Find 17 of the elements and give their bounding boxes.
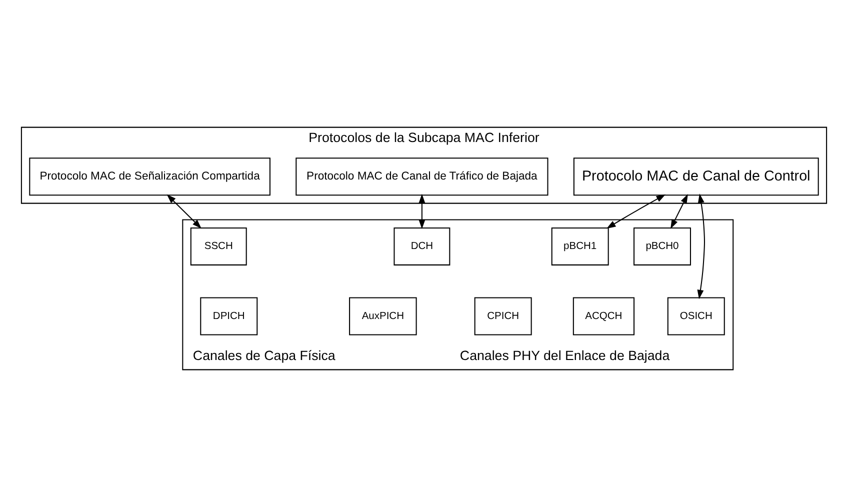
node-box: OSICH (666, 297, 724, 336)
node-box: AuxPICH (348, 297, 416, 336)
node-box: SSCH (190, 227, 246, 266)
node-box: DPICH (200, 297, 258, 336)
arrow (418, 194, 425, 230)
node-box: Protocolo MAC de Canal de Control (572, 158, 818, 196)
node-box: Protocolo MAC de Canal de Tráfico de Bajada (295, 158, 548, 196)
node-box: DCH (393, 227, 450, 266)
node-box: Protocolo MAC de Señalización Compartida (28, 158, 270, 196)
node-box: ACQCH (572, 297, 634, 336)
node-box: pBCH0 (633, 227, 690, 266)
arrow (166, 194, 202, 229)
arrow (606, 194, 666, 229)
arrow (670, 194, 688, 229)
node-box: pBCH1 (550, 227, 608, 266)
node-box: CPICH (474, 297, 532, 336)
arrow (696, 194, 704, 300)
